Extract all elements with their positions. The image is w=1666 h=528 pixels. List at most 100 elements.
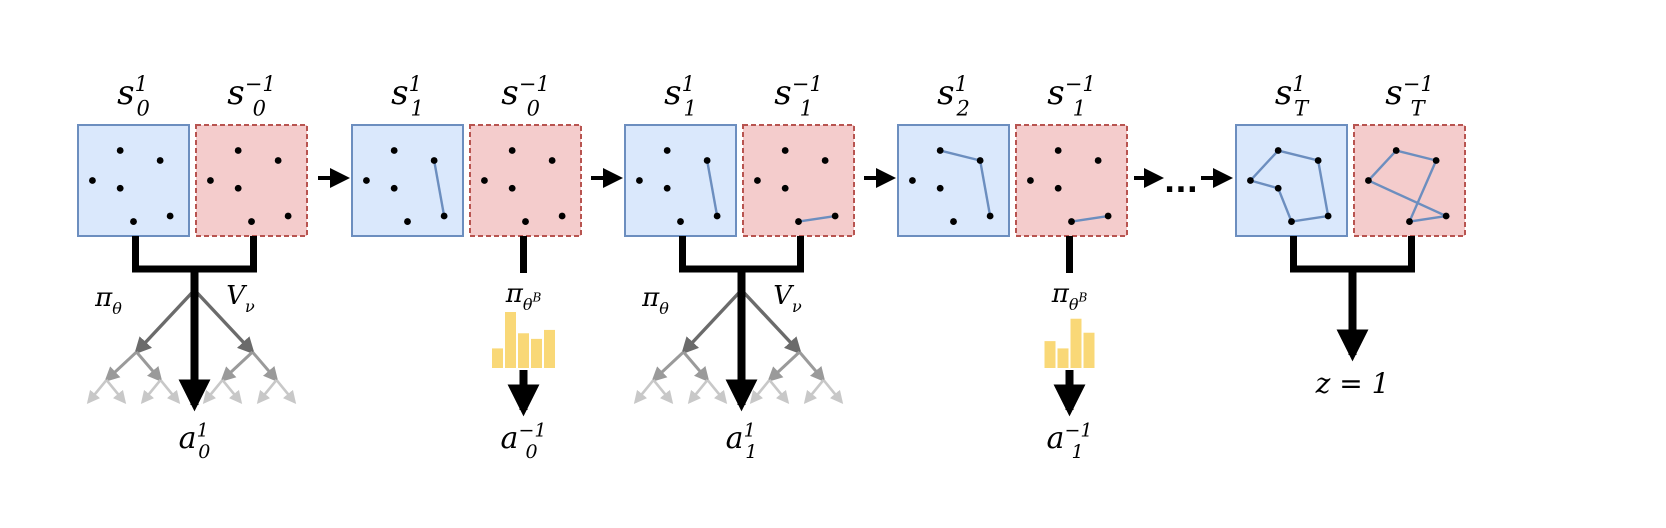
state-label-player-sub: 1 xyxy=(410,97,423,121)
search-branch xyxy=(798,351,826,383)
search-branch xyxy=(251,351,279,383)
action-label-sub: 1 xyxy=(745,441,757,463)
city-point xyxy=(1442,212,1450,220)
value-branch xyxy=(740,288,802,355)
search-leaf xyxy=(822,379,844,405)
policy-branch xyxy=(134,288,196,355)
state-box-opponent-3 xyxy=(1015,124,1128,237)
state-label-opponent-sup: −1 xyxy=(519,72,550,96)
value-label-base: V xyxy=(773,281,794,311)
state-box-player-2 xyxy=(624,124,737,237)
baseline-policy-label-sub: θ xyxy=(1069,295,1079,314)
state-label-player-sup: 1 xyxy=(682,72,695,96)
action-probability-bar xyxy=(1044,341,1056,368)
search-leaf xyxy=(86,379,108,405)
city-point xyxy=(156,157,164,164)
city-point xyxy=(558,212,566,220)
city-point xyxy=(663,184,671,192)
city-point xyxy=(1104,212,1112,220)
city-point xyxy=(909,177,916,184)
search-leaf xyxy=(221,379,243,405)
city-point xyxy=(1027,177,1034,184)
city-point xyxy=(508,147,516,154)
value-branch xyxy=(193,288,255,355)
city-point xyxy=(508,184,516,192)
city-point xyxy=(677,218,684,225)
search-leaf xyxy=(652,379,674,405)
state-label-player-sub: 0 xyxy=(136,97,149,121)
action-probability-bar xyxy=(1057,348,1069,368)
baseline-policy-label: πθB xyxy=(1051,279,1088,314)
tour-edge xyxy=(1071,214,1109,223)
city-point xyxy=(234,184,242,192)
city-point xyxy=(1094,157,1102,164)
state-label-player-sub: 1 xyxy=(683,97,696,121)
state-label-opponent-sup: −1 xyxy=(792,72,823,96)
action-label-sub: 1 xyxy=(1072,441,1084,463)
city-point xyxy=(1288,218,1295,225)
city-point xyxy=(663,147,671,154)
city-point xyxy=(713,212,721,220)
city-point xyxy=(795,218,802,225)
joint-bracket xyxy=(679,236,804,273)
city-point xyxy=(274,157,282,164)
action-label-sup: 1 xyxy=(197,420,209,442)
state-label-player-sub: 2 xyxy=(955,97,969,121)
state-label-opponent-sub: 0 xyxy=(253,97,266,121)
search-leaf xyxy=(275,379,297,405)
baseline-policy-label-base: π xyxy=(505,279,524,309)
city-point xyxy=(1247,177,1254,184)
value-label-sub: ν xyxy=(245,297,255,316)
city-point xyxy=(89,177,96,184)
state-box-player-3 xyxy=(897,124,1010,237)
state-box-player-4 xyxy=(1235,124,1348,237)
city-point xyxy=(1406,218,1413,225)
state-label-player-base: s xyxy=(1275,73,1292,113)
ellipsis: ... xyxy=(1164,165,1198,200)
city-point xyxy=(976,157,984,164)
state-box-player-0 xyxy=(77,124,190,237)
search-leaf xyxy=(140,379,162,405)
action-label-sub: 0 xyxy=(198,441,210,463)
state-label-player-base: s xyxy=(664,73,681,113)
city-point xyxy=(430,157,438,164)
city-point xyxy=(1274,184,1282,192)
state-label-opponent-sup: −1 xyxy=(1065,72,1096,96)
city-point xyxy=(636,177,643,184)
action-label-sup: 1 xyxy=(744,420,756,442)
state-label-player-base: s xyxy=(391,73,408,113)
value-label: Vν xyxy=(226,281,255,316)
value-label: Vν xyxy=(773,281,802,316)
joint-bracket xyxy=(132,236,257,273)
state-label-player-base: s xyxy=(117,73,134,113)
baseline-policy-label-subsup: B xyxy=(531,290,541,304)
city-point xyxy=(703,157,711,164)
city-point xyxy=(1324,212,1332,220)
tour-edge xyxy=(705,160,719,217)
action-label-base: a xyxy=(1047,421,1065,456)
search-leaf xyxy=(159,379,181,405)
policy-branch xyxy=(681,288,743,355)
baseline-policy-label-subsup: B xyxy=(1077,290,1087,304)
policy-label-sub: θ xyxy=(112,299,122,318)
policy-label-base: π xyxy=(94,283,113,313)
state-box-opponent-0 xyxy=(195,124,308,237)
state-label-opponent-base: s xyxy=(1047,73,1064,113)
city-point xyxy=(548,157,556,164)
state-label-player-sup: 1 xyxy=(135,72,148,96)
state-boxes xyxy=(77,124,1466,237)
action-label-sup: −1 xyxy=(1064,420,1092,442)
action-probability-bar xyxy=(1070,318,1082,368)
state-label-opponent-sub: 0 xyxy=(527,97,540,121)
joint-bracket xyxy=(1290,236,1415,273)
state-label-player-sup: 1 xyxy=(1292,72,1305,96)
city-point xyxy=(1314,157,1322,164)
